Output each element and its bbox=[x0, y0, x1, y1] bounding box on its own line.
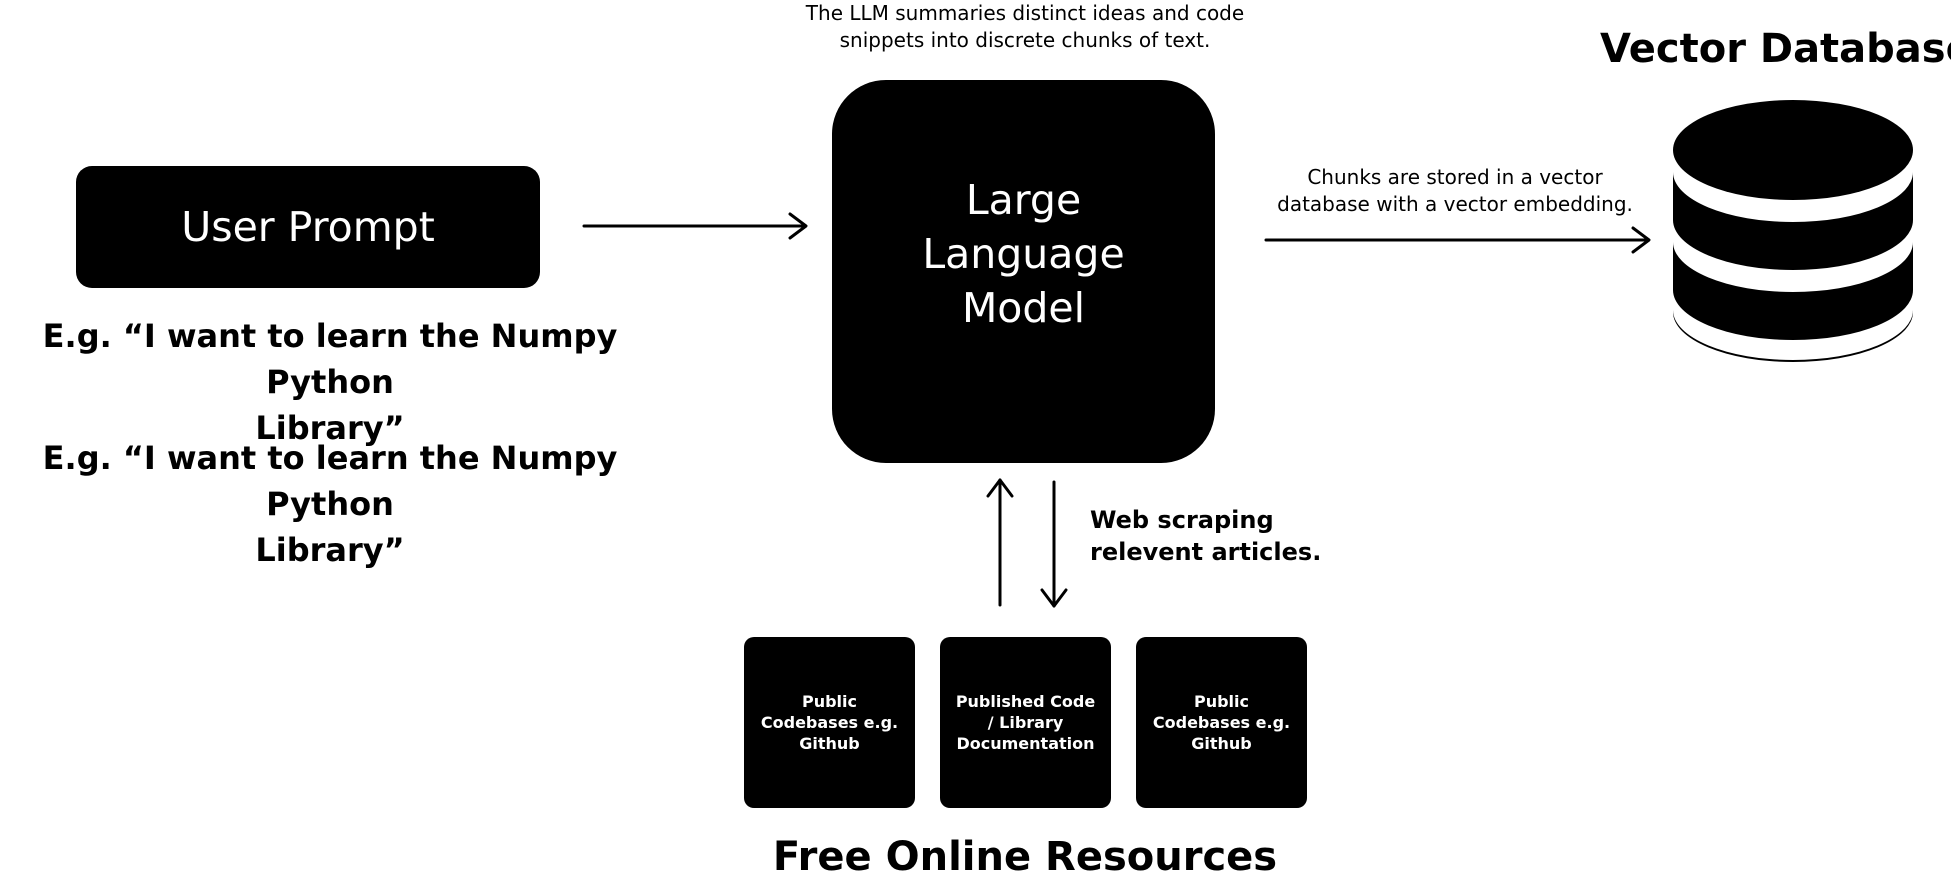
user-prompt-box: User Prompt bbox=[76, 166, 540, 288]
web-scraping-line2: relevent articles. bbox=[1090, 538, 1322, 566]
resource-label: Public Codebases e.g. Github bbox=[760, 692, 899, 753]
llm-box: Large Language Model bbox=[832, 80, 1215, 463]
resource-box-public-codebases-1: Public Codebases e.g. Github bbox=[744, 637, 915, 808]
example-prompt-1-line1: E.g. “I want to learn the Numpy Python bbox=[42, 317, 618, 401]
resource-box-published-docs: Published Code / Library Documentation bbox=[940, 637, 1111, 808]
resource-label: Published Code / Library Documentation bbox=[955, 692, 1096, 753]
llm-caption-line2: snippets into discrete chunks of text. bbox=[839, 28, 1211, 52]
arrow-resources-to-llm bbox=[986, 478, 1014, 607]
web-scraping-note: Web scraping relevent articles. bbox=[1090, 504, 1321, 568]
arrow-prompt-to-llm bbox=[582, 212, 808, 240]
example-prompt-1-line2: Library” bbox=[255, 409, 405, 447]
example-prompt-2: E.g. “I want to learn the Numpy Python L… bbox=[0, 435, 660, 573]
resource-box-public-codebases-2: Public Codebases e.g. Github bbox=[1136, 637, 1307, 808]
free-resources-title: Free Online Resources bbox=[772, 834, 1278, 880]
example-prompt-2-line2: Library” bbox=[255, 531, 405, 569]
example-prompt-1: E.g. “I want to learn the Numpy Python L… bbox=[0, 313, 660, 451]
vector-db-title: Vector Database bbox=[1600, 26, 1951, 72]
llm-label: Large Language Model bbox=[922, 175, 1125, 332]
web-scraping-line1: Web scraping bbox=[1090, 506, 1274, 534]
llm-caption: The LLM summaries distinct ideas and cod… bbox=[780, 0, 1270, 54]
vector-db-caption-line2: database with a vector embedding. bbox=[1277, 192, 1633, 216]
arrow-llm-to-resources bbox=[1040, 480, 1068, 608]
resource-label: Public Codebases e.g. Github bbox=[1152, 692, 1291, 753]
database-icon bbox=[1673, 100, 1913, 362]
arrow-llm-to-vector-db bbox=[1264, 226, 1651, 254]
example-prompt-2-line1: E.g. “I want to learn the Numpy Python bbox=[42, 439, 618, 523]
llm-caption-line1: The LLM summaries distinct ideas and cod… bbox=[805, 1, 1245, 25]
vector-db-caption: Chunks are stored in a vector database w… bbox=[1250, 164, 1660, 218]
user-prompt-label: User Prompt bbox=[181, 203, 435, 251]
vector-db-caption-line1: Chunks are stored in a vector bbox=[1307, 165, 1603, 189]
